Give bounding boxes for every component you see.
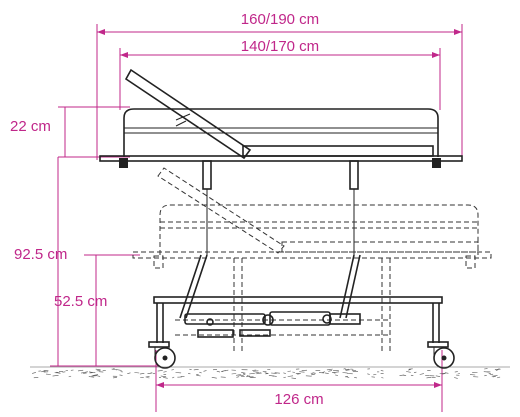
column-left — [202, 160, 212, 190]
ground — [30, 366, 510, 379]
column-right — [349, 160, 359, 190]
stretcher-raised — [99, 68, 463, 255]
dimension-rail-height: 22 cm — [10, 106, 130, 158]
label-max-height: 92.5 cm — [14, 246, 67, 263]
hydraulic-arm — [184, 313, 266, 325]
dimension-inner-length: 140/170 cm — [119, 38, 441, 110]
label-rail-height: 22 cm — [10, 118, 51, 135]
backrest — [124, 68, 252, 160]
base-frame — [153, 296, 443, 304]
caster-left — [148, 341, 176, 369]
dimension-outer-length: 160/190 cm — [96, 11, 463, 160]
stretcher-lowered — [132, 167, 492, 352]
caster-right — [427, 341, 455, 369]
side-rail — [123, 108, 439, 157]
label-outer-length: 160/190 cm — [241, 11, 319, 28]
label-inner-length: 140/170 cm — [241, 38, 319, 55]
base-chassis — [153, 296, 443, 343]
dimension-wheelbase: 126 cm — [155, 350, 443, 412]
label-wheelbase: 126 cm — [274, 391, 323, 408]
scissor-linkage — [179, 254, 361, 319]
dimension-max-height: 92.5 cm — [14, 157, 160, 367]
hydraulic-cylinder — [269, 311, 331, 326]
dimension-min-height: 52.5 cm — [54, 254, 140, 366]
label-min-height: 52.5 cm — [54, 293, 107, 310]
